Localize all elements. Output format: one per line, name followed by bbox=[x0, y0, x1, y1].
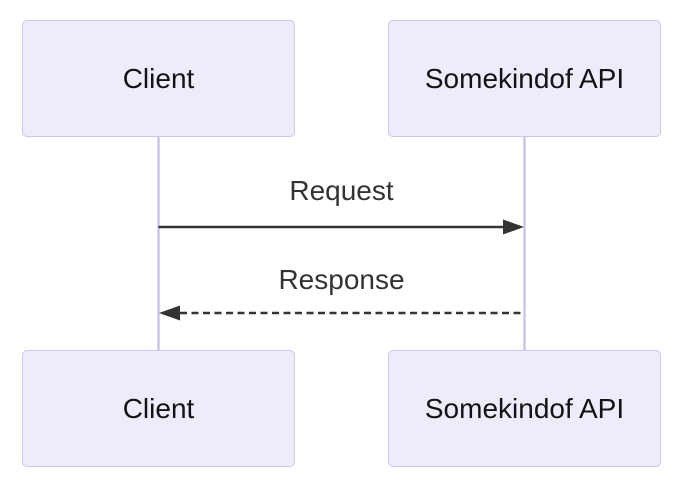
actor-label-client-bottom: Client bbox=[122, 392, 195, 424]
message-label-response: Response bbox=[278, 264, 405, 295]
actor-box-client-bottom: Client bbox=[22, 350, 295, 467]
message-response-arrow bbox=[159, 305, 525, 321]
actor-label-client-top: Client bbox=[122, 62, 195, 94]
actor-box-api-top: Somekindof API bbox=[388, 20, 661, 137]
message-label-request: Request bbox=[289, 175, 394, 206]
actor-box-client-top: Client bbox=[22, 20, 295, 137]
actor-box-api-bottom: Somekindof API bbox=[388, 350, 661, 467]
actor-label-api-top: Somekindof API bbox=[424, 62, 625, 94]
response-arrowhead-icon bbox=[159, 305, 180, 321]
request-arrowhead-icon bbox=[503, 219, 524, 235]
message-request-arrow bbox=[158, 219, 524, 235]
actor-label-api-bottom: Somekindof API bbox=[424, 392, 625, 424]
